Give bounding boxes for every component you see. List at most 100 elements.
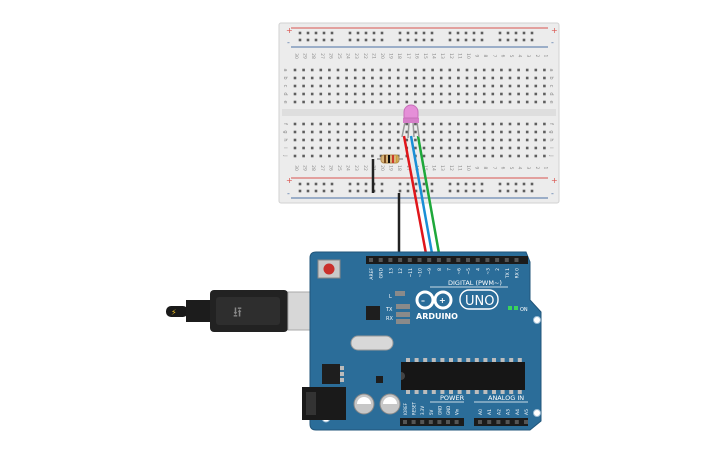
- breadboard-hole[interactable]: [500, 146, 503, 150]
- breadboard-hole[interactable]: [362, 130, 366, 134]
- breadboard-hole[interactable]: [362, 122, 366, 126]
- breadboard-hole[interactable]: [396, 100, 400, 104]
- breadboard-hole[interactable]: [465, 138, 469, 142]
- breadboard-hole[interactable]: [474, 154, 477, 158]
- digital-pin-hole[interactable]: [446, 258, 451, 262]
- breadboard-hole[interactable]: [362, 68, 366, 72]
- breadboard-hole[interactable]: [508, 84, 512, 88]
- breadboard-hole[interactable]: [371, 122, 374, 126]
- breadboard-hole[interactable]: [422, 130, 426, 134]
- breadboard-hole[interactable]: [310, 146, 314, 150]
- breadboard-hole[interactable]: [396, 76, 400, 80]
- breadboard-hole[interactable]: [422, 138, 426, 142]
- breadboard-hole[interactable]: [474, 84, 477, 88]
- power-pin-hole[interactable]: [403, 420, 407, 424]
- wires[interactable]: [371, 135, 442, 260]
- breadboard-hole[interactable]: [431, 92, 434, 96]
- rail-hole[interactable]: [298, 38, 302, 42]
- breadboard-hole[interactable]: [534, 138, 538, 142]
- rail-hole[interactable]: [422, 182, 426, 186]
- breadboard-hole[interactable]: [302, 130, 305, 134]
- breadboard-hole[interactable]: [362, 76, 366, 80]
- breadboard-hole[interactable]: [448, 122, 452, 126]
- rail-hole[interactable]: [414, 189, 418, 193]
- breadboard-hole[interactable]: [293, 68, 297, 72]
- breadboard-hole[interactable]: [465, 84, 469, 88]
- breadboard-hole[interactable]: [465, 92, 469, 96]
- rail-hole[interactable]: [472, 182, 476, 186]
- resistor[interactable]: [377, 154, 403, 164]
- breadboard-hole[interactable]: [319, 130, 323, 134]
- breadboard-hole[interactable]: [414, 92, 417, 96]
- rail-hole[interactable]: [456, 38, 460, 42]
- digital-pin-hole[interactable]: [427, 258, 432, 262]
- breadboard-hole[interactable]: [439, 122, 443, 126]
- breadboard-hole[interactable]: [388, 84, 391, 88]
- breadboard-hole[interactable]: [517, 84, 520, 88]
- breadboard-hole[interactable]: [525, 100, 529, 104]
- breadboard-hole[interactable]: [448, 154, 452, 158]
- breadboard-hole[interactable]: [431, 138, 434, 142]
- breadboard-hole[interactable]: [491, 84, 495, 88]
- rail-hole[interactable]: [472, 189, 476, 193]
- breadboard-hole[interactable]: [362, 100, 366, 104]
- breadboard-hole[interactable]: [328, 100, 331, 104]
- breadboard-hole[interactable]: [508, 92, 512, 96]
- breadboard-hole[interactable]: [396, 92, 400, 96]
- power-pin-hole[interactable]: [411, 420, 416, 424]
- breadboard-hole[interactable]: [336, 68, 340, 72]
- breadboard-hole[interactable]: [396, 130, 400, 134]
- breadboard-hole[interactable]: [525, 130, 529, 134]
- breadboard-hole[interactable]: [319, 138, 323, 142]
- breadboard-hole[interactable]: [517, 130, 520, 134]
- breadboard-hole[interactable]: [302, 68, 305, 72]
- breadboard-hole[interactable]: [353, 146, 357, 150]
- digital-pin-hole[interactable]: [369, 258, 373, 262]
- analog-pin-hole[interactable]: [478, 420, 482, 424]
- breadboard-hole[interactable]: [414, 130, 417, 134]
- digital-pin-hole[interactable]: [466, 258, 470, 262]
- breadboard-hole[interactable]: [439, 138, 443, 142]
- breadboard-hole[interactable]: [439, 76, 443, 80]
- rail-hole[interactable]: [372, 38, 376, 42]
- analog-pin-hole[interactable]: [505, 420, 510, 424]
- breadboard-hole[interactable]: [302, 92, 305, 96]
- breadboard-hole[interactable]: [405, 130, 409, 134]
- breadboard-hole[interactable]: [525, 154, 529, 158]
- rail-hole[interactable]: [448, 38, 452, 42]
- breadboard-hole[interactable]: [371, 100, 374, 104]
- breadboard-hole[interactable]: [319, 100, 323, 104]
- rail-hole[interactable]: [498, 38, 502, 42]
- breadboard-hole[interactable]: [371, 130, 374, 134]
- rail-hole[interactable]: [314, 189, 318, 193]
- breadboard-hole[interactable]: [465, 154, 469, 158]
- breadboard-hole[interactable]: [336, 146, 340, 150]
- breadboard-hole[interactable]: [422, 100, 426, 104]
- breadboard-hole[interactable]: [353, 154, 357, 158]
- rail-hole[interactable]: [356, 38, 360, 42]
- breadboard-hole[interactable]: [517, 154, 520, 158]
- breadboard-hole[interactable]: [543, 138, 546, 142]
- breadboard-hole[interactable]: [457, 138, 460, 142]
- breadboard-hole[interactable]: [465, 130, 469, 134]
- rail-hole[interactable]: [298, 189, 302, 193]
- breadboard-hole[interactable]: [371, 138, 374, 142]
- breadboard-hole[interactable]: [543, 76, 546, 80]
- breadboard-hole[interactable]: [482, 92, 486, 96]
- breadboard-hole[interactable]: [457, 100, 460, 104]
- rail-hole[interactable]: [322, 189, 326, 193]
- rail-hole[interactable]: [372, 31, 376, 35]
- rail-hole[interactable]: [430, 189, 434, 193]
- breadboard-hole[interactable]: [362, 138, 366, 142]
- breadboard-hole[interactable]: [517, 138, 520, 142]
- rail-hole[interactable]: [480, 189, 484, 193]
- breadboard-hole[interactable]: [328, 84, 331, 88]
- breadboard-hole[interactable]: [405, 100, 409, 104]
- rail-hole[interactable]: [464, 189, 468, 193]
- breadboard-hole[interactable]: [353, 92, 357, 96]
- arduino-uno[interactable]: L TX RX – + ARDUINO UNO: [302, 251, 542, 431]
- digital-pin-hole[interactable]: [436, 258, 441, 262]
- rail-hole[interactable]: [398, 189, 402, 193]
- breadboard-hole[interactable]: [465, 100, 469, 104]
- breadboard-hole[interactable]: [474, 92, 477, 96]
